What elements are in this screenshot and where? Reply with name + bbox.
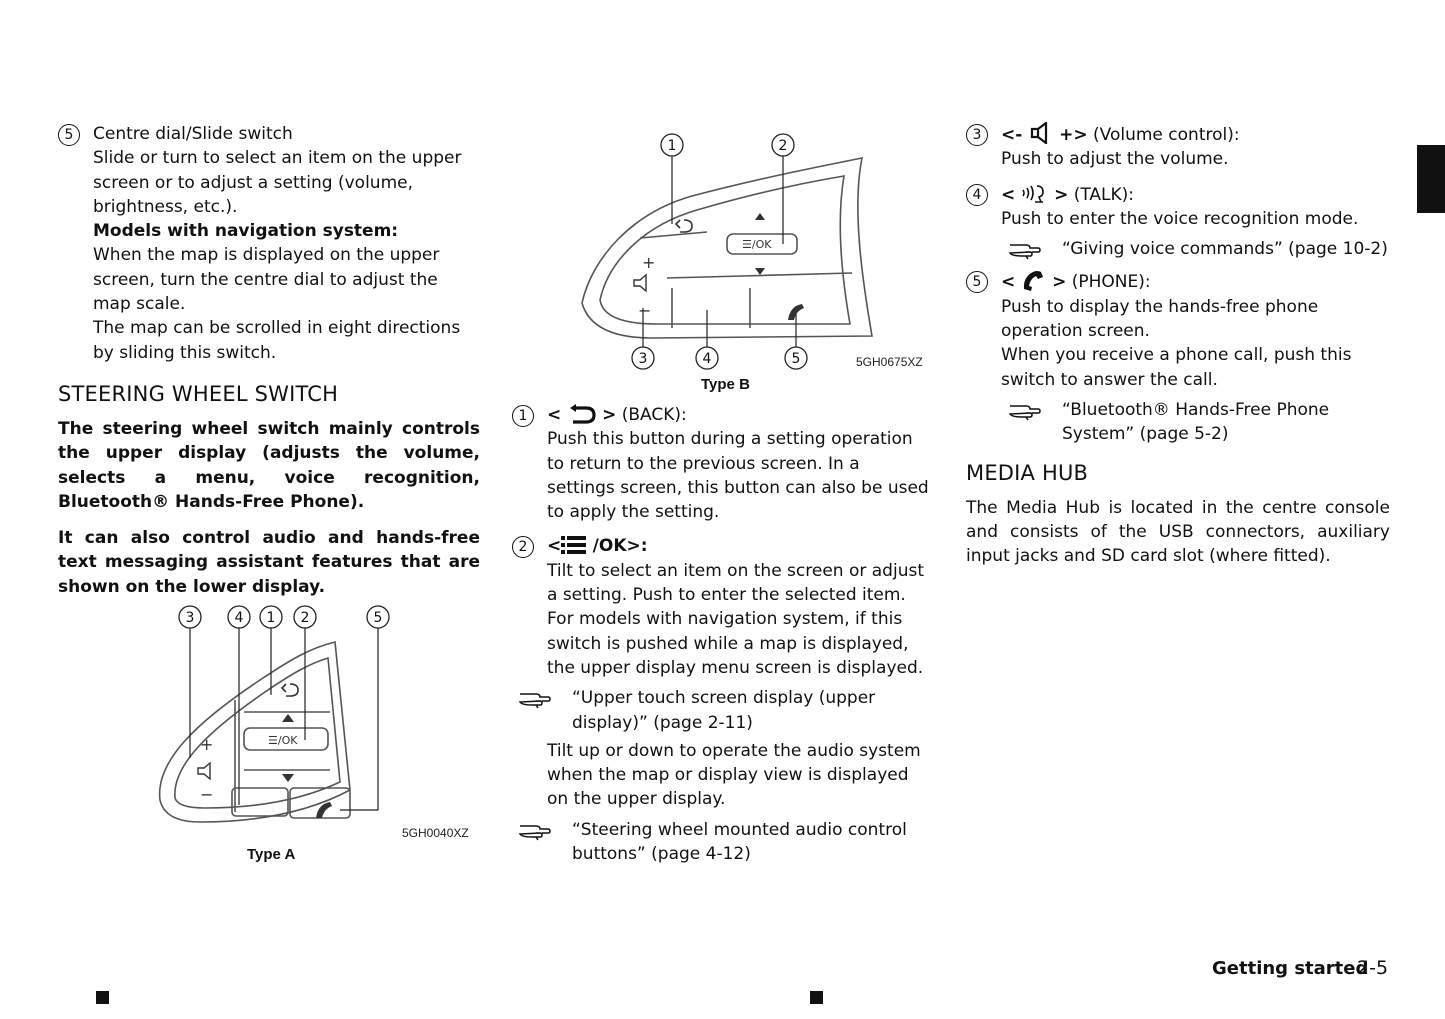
footer-page-number: 2-5 (1357, 957, 1389, 979)
subheading: Models with navigation system: (93, 221, 399, 242)
item-volume: 3 <- +> (Volume control): Push to adjust… (966, 122, 1390, 172)
callout-number: 2 (512, 536, 534, 559)
reference-text: “Steering wheel mounted audio control bu… (572, 819, 907, 865)
item-title: Centre dial/Slide switch (93, 124, 293, 144)
svg-text:5: 5 (792, 351, 801, 367)
callout-number: 3 (966, 124, 988, 146)
svg-text:3: 3 (186, 610, 195, 626)
item-description: Tilt to select an item on the screen or … (547, 560, 924, 606)
print-mark (96, 991, 109, 1004)
svg-text:4: 4 (703, 351, 712, 367)
figure-code: 5GH0040XZ (402, 826, 469, 840)
column-left: 5 Centre dial/Slide switch Slide or turn… (58, 122, 480, 599)
item-description: When you receive a phone call, push this… (1001, 345, 1352, 390)
svg-text:1: 1 (668, 138, 677, 154)
svg-text:+: + (200, 735, 213, 754)
item-label: (TALK): (1073, 184, 1135, 205)
item-menu-ok: 2 < /OK>: Tilt to select an item on the … (512, 534, 932, 866)
item-description: Push this button during a setting operat… (547, 429, 929, 523)
print-mark (810, 991, 823, 1004)
figure-type-b: ☰/OK + − 1 2 3 4 5 5GH0675XZ Type B (572, 128, 932, 398)
item-talk: 4 < > (TALK): Push to enter the voice re… (966, 182, 1390, 262)
phone-handset-icon (1023, 271, 1043, 292)
steering-switch-type-b-illustration: ☰/OK + − 1 2 3 4 5 (581, 133, 873, 370)
voice-talk-icon (1021, 184, 1044, 203)
item-label: (Volume control): (1093, 125, 1240, 145)
svg-text:−: − (200, 785, 213, 804)
section-title: MEDIA HUB (966, 460, 1089, 485)
pointing-hand-icon (518, 825, 551, 841)
svg-text:5: 5 (374, 610, 383, 626)
item-centre-dial: 5 Centre dial/Slide switch Slide or turn… (58, 122, 480, 365)
pointing-hand-icon (1008, 405, 1041, 421)
intro-paragraph: It can also control audio and hands-free… (58, 528, 480, 597)
steering-switch-type-a-illustration: ☰/OK + − 3 4 1 2 5 (158, 605, 390, 823)
svg-text:2: 2 (301, 610, 310, 626)
item-description: Slide or turn to select an item on the u… (93, 148, 462, 217)
footer-section-name: Getting started (1212, 958, 1369, 979)
figure-caption: Type A (247, 846, 296, 863)
reference-text: “Giving voice commands” (page 10-2) (1062, 239, 1388, 260)
callout-number: 4 (966, 183, 988, 206)
item-label: (BACK): (621, 405, 687, 425)
back-arrow-icon (569, 404, 596, 424)
svg-text:1: 1 (267, 610, 276, 626)
paragraph: When the map is displayed on the upper s… (93, 245, 440, 315)
item-label: (PHONE): (1071, 272, 1151, 293)
svg-text:2: 2 (779, 138, 788, 154)
figure-type-a: ☰/OK + − 3 4 1 2 5 5GH0040XZ Type A (140, 600, 480, 870)
intro-paragraph: The steering wheel switch mainly control… (58, 418, 480, 512)
column-middle-text: 1 < > (BACK): Push this button during a … (512, 403, 932, 870)
menu-list-icon (561, 536, 587, 555)
figure-code: 5GH0675XZ (856, 355, 923, 369)
pointing-hand-icon (518, 693, 551, 709)
item-description: Push to adjust the volume. (1001, 149, 1229, 170)
item-description: Push to display the hands-free phone ope… (1001, 296, 1319, 342)
item-phone: 5 < > (PHONE): Push to display the hands… (966, 269, 1390, 446)
ok-button-label: ☰/OK (268, 734, 298, 747)
item-label: /OK>: (592, 536, 648, 557)
callout-number: 5 (966, 271, 988, 294)
reference-text: “Bluetooth® Hands-Free Phone System” (pa… (1062, 399, 1330, 445)
callout-number: 1 (512, 405, 534, 427)
page-reference: “Steering wheel mounted audio control bu… (512, 818, 932, 867)
figure-caption: Type B (701, 376, 750, 393)
ok-button-label: ☰/OK (742, 238, 772, 251)
svg-text:+: + (642, 253, 655, 272)
item-description: For models with navigation system, if th… (547, 609, 924, 678)
reference-text: “Upper touch screen display (upper displ… (572, 688, 876, 733)
column-right: 3 <- +> (Volume control): Push to adjust… (966, 122, 1390, 568)
paragraph: The map can be scrolled in eight directi… (93, 318, 461, 363)
section-title: STEERING WHEEL SWITCH (58, 381, 339, 406)
paragraph: The Media Hub is located in the centre c… (966, 497, 1390, 567)
chapter-tab-marker (1417, 145, 1445, 213)
item-description: Tilt up or down to operate the audio sys… (547, 740, 921, 810)
page-reference: “Upper touch screen display (upper displ… (512, 686, 932, 735)
callout-number: 5 (58, 124, 80, 146)
speaker-icon (1030, 122, 1047, 144)
item-back: 1 < > (BACK): Push this button during a … (512, 403, 932, 524)
pointing-hand-icon (1008, 244, 1041, 260)
svg-text:4: 4 (235, 610, 244, 626)
svg-text:3: 3 (639, 351, 648, 367)
page-reference: “Bluetooth® Hands-Free Phone System” (pa… (966, 398, 1390, 447)
svg-text:−: − (638, 301, 651, 320)
item-description: Push to enter the voice recognition mode… (1001, 208, 1359, 229)
page-reference: “Giving voice commands” (page 10-2) (966, 237, 1390, 261)
